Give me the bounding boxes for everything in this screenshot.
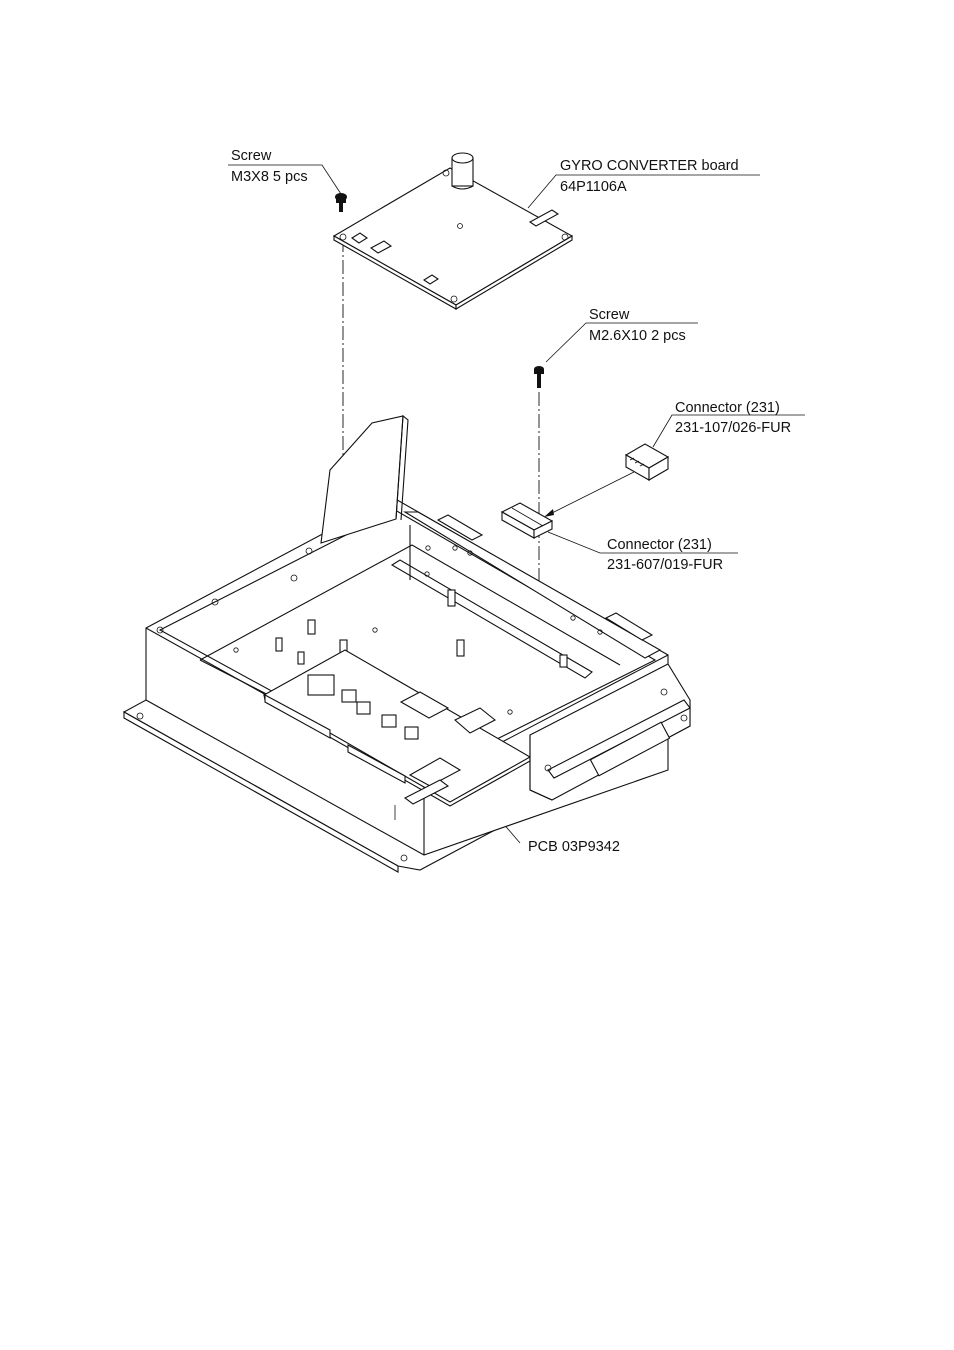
board-cylinder-component [451, 152, 474, 190]
connector-socket-title: Connector (231) [607, 537, 712, 553]
callout-screw-m2-6x10: Screw M2.6X10 2 pcs [545, 307, 698, 363]
connector-socket-leader [547, 531, 738, 554]
screw-right-leader [545, 322, 698, 363]
standoffs [275, 589, 568, 668]
connector-plug-leader [652, 414, 805, 448]
rear-rail [403, 511, 662, 659]
pcb-component [307, 674, 335, 696]
screw-right-title: Screw [589, 307, 630, 323]
connector-socket [500, 502, 554, 539]
connector-plug [624, 443, 670, 481]
arrow-head [544, 509, 554, 517]
pcb-label: PCB 03P9342 [528, 839, 620, 855]
callout-gyro-converter-board: GYRO CONVERTER board 64P1106A [527, 158, 760, 209]
screw-top-leader [228, 164, 342, 195]
screw-top-spec: M3X8 5 pcs [231, 169, 308, 185]
gyro-board-spec: 64P1106A [560, 179, 627, 195]
screw-m3x8 [335, 193, 347, 212]
connector-plug-title: Connector (231) [675, 400, 780, 416]
screw-right-spec: M2.6X10 2 pcs [589, 328, 686, 344]
callout-connector-plug: Connector (231) 231-107/026-FUR [652, 400, 805, 448]
screw-m2-6x10 [534, 366, 544, 388]
connector-insert-arrow [547, 471, 635, 516]
chassis-assembly [122, 414, 691, 873]
vertical-bracket [320, 415, 404, 544]
gyro-board-title: GYRO CONVERTER board [560, 158, 739, 174]
connector-socket-spec: 231-607/019-FUR [607, 557, 723, 573]
connector-plug-spec: 231-107/026-FUR [675, 420, 791, 436]
gyro-board-leader [527, 174, 760, 209]
callout-connector-socket: Connector (231) 231-607/019-FUR [547, 531, 738, 573]
gyro-converter-board [332, 152, 574, 310]
screw-top-title: Screw [231, 148, 272, 164]
callout-screw-m3x8: Screw M3X8 5 pcs [228, 148, 342, 195]
inner-rail [390, 559, 593, 679]
